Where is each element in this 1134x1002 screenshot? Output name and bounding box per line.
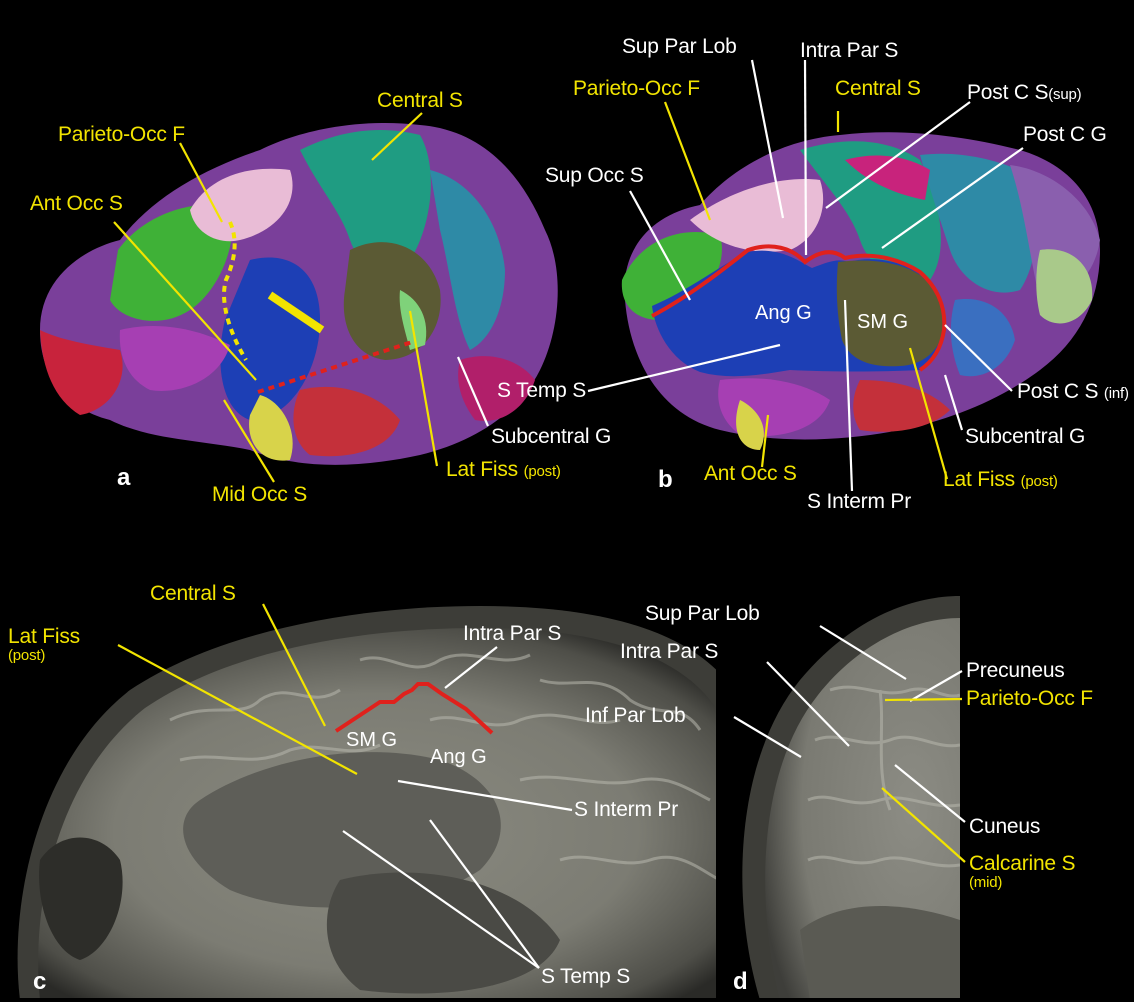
panel-c-lat-fiss-qualifier: (post) xyxy=(8,648,80,663)
panel-d-letter: d xyxy=(733,970,748,994)
panel-d-label-intra-par-s: Intra Par S xyxy=(620,641,718,663)
panel-b-label-sm-g: SM G xyxy=(857,311,908,334)
panel-b-post-c-s-inf-qualifier: (inf) xyxy=(1104,385,1129,402)
panel-a-label-lat-fiss: Lat Fiss (post) xyxy=(446,459,561,483)
panel-b-label-central-s: Central S xyxy=(835,78,921,100)
panel-d-label-parieto-occ-f: Parieto-Occ F xyxy=(966,688,1093,710)
panel-b-post-c-s-sup-qualifier: (sup) xyxy=(1048,86,1081,103)
panel-d-label-sup-par-lob: Sup Par Lob xyxy=(645,603,760,625)
panel-a-label-parieto-occ-f: Parieto-Occ F xyxy=(58,124,185,146)
panel-c-label-intra-par-s: Intra Par S xyxy=(463,623,561,645)
panel-d-label-calcarine-s: Calcarine S(mid) xyxy=(969,853,1075,890)
panel-b-post-c-s-inf-text: Post C S xyxy=(1017,380,1098,403)
panel-d-label-inf-par-lob: Inf Par Lob xyxy=(585,705,686,727)
panel-b-post-c-s-sup-text: Post C S xyxy=(967,81,1048,104)
panel-d-label-precuneus: Precuneus xyxy=(966,660,1065,682)
panel-d-calcarine-s-text: Calcarine S xyxy=(969,852,1075,875)
panel-c-label-s-interm-pr: S Interm Pr xyxy=(574,799,678,821)
panel-c-mri-image xyxy=(0,570,764,1000)
panel-c-label-s-temp-s: S Temp S xyxy=(541,966,630,988)
panel-c-label-lat-fiss: Lat Fiss(post) xyxy=(8,626,80,663)
panel-b-label-sup-par-lob: Sup Par Lob xyxy=(622,36,737,58)
panel-a-label-subcentral-g: Subcentral G xyxy=(491,426,611,448)
panel-b-label-intra-par-s: Intra Par S xyxy=(800,40,898,62)
panel-c-lat-fiss-text: Lat Fiss xyxy=(8,625,80,648)
panel-b-label-post-c-g: Post C G xyxy=(1023,124,1107,146)
panel-a-label-ant-occ-s: Ant Occ S xyxy=(30,193,123,215)
panel-a-label-mid-occ-s: Mid Occ S xyxy=(212,484,307,506)
panel-b-lat-fiss-qualifier: (post) xyxy=(1021,473,1058,490)
panel-b-label-post-c-s-sup: Post C S(sup) xyxy=(967,82,1081,106)
panel-a-lat-fiss-text: Lat Fiss xyxy=(446,458,518,481)
panel-a-letter: a xyxy=(117,466,130,490)
panel-c-label-sm-g: SM G xyxy=(346,729,397,752)
panel-b-label-s-interm-pr: S Interm Pr xyxy=(807,491,911,513)
panel-c-letter: c xyxy=(33,970,46,994)
panel-b-label-s-temp-s: S Temp S xyxy=(497,380,586,402)
panel-b-label-subcentral-g: Subcentral G xyxy=(965,426,1085,448)
panel-b-lat-fiss-text: Lat Fiss xyxy=(943,468,1015,491)
panel-a-lat-fiss-qualifier: (post) xyxy=(524,463,561,480)
panel-a-label-central-s: Central S xyxy=(377,90,463,112)
panel-c-label-central-s: Central S xyxy=(150,583,236,605)
panel-c-label-ang-g: Ang G xyxy=(430,746,487,769)
panel-b-label-parieto-occ-f: Parieto-Occ F xyxy=(573,78,700,100)
panel-b-label-ant-occ-s: Ant Occ S xyxy=(704,463,797,485)
panel-b-label-ang-g: Ang G xyxy=(755,302,812,325)
panel-a-brain-render xyxy=(40,123,558,465)
panel-d-mri-image xyxy=(716,590,960,1000)
panel-d-label-cuneus: Cuneus xyxy=(969,816,1040,838)
panel-b-label-sup-occ-s: Sup Occ S xyxy=(545,165,644,187)
panel-b-label-lat-fiss: Lat Fiss (post) xyxy=(943,469,1058,493)
panel-b-letter: b xyxy=(658,468,673,492)
panel-b-label-post-c-s-inf: Post C S (inf) xyxy=(1017,381,1129,405)
panel-d-calcarine-s-qualifier: (mid) xyxy=(969,875,1075,890)
